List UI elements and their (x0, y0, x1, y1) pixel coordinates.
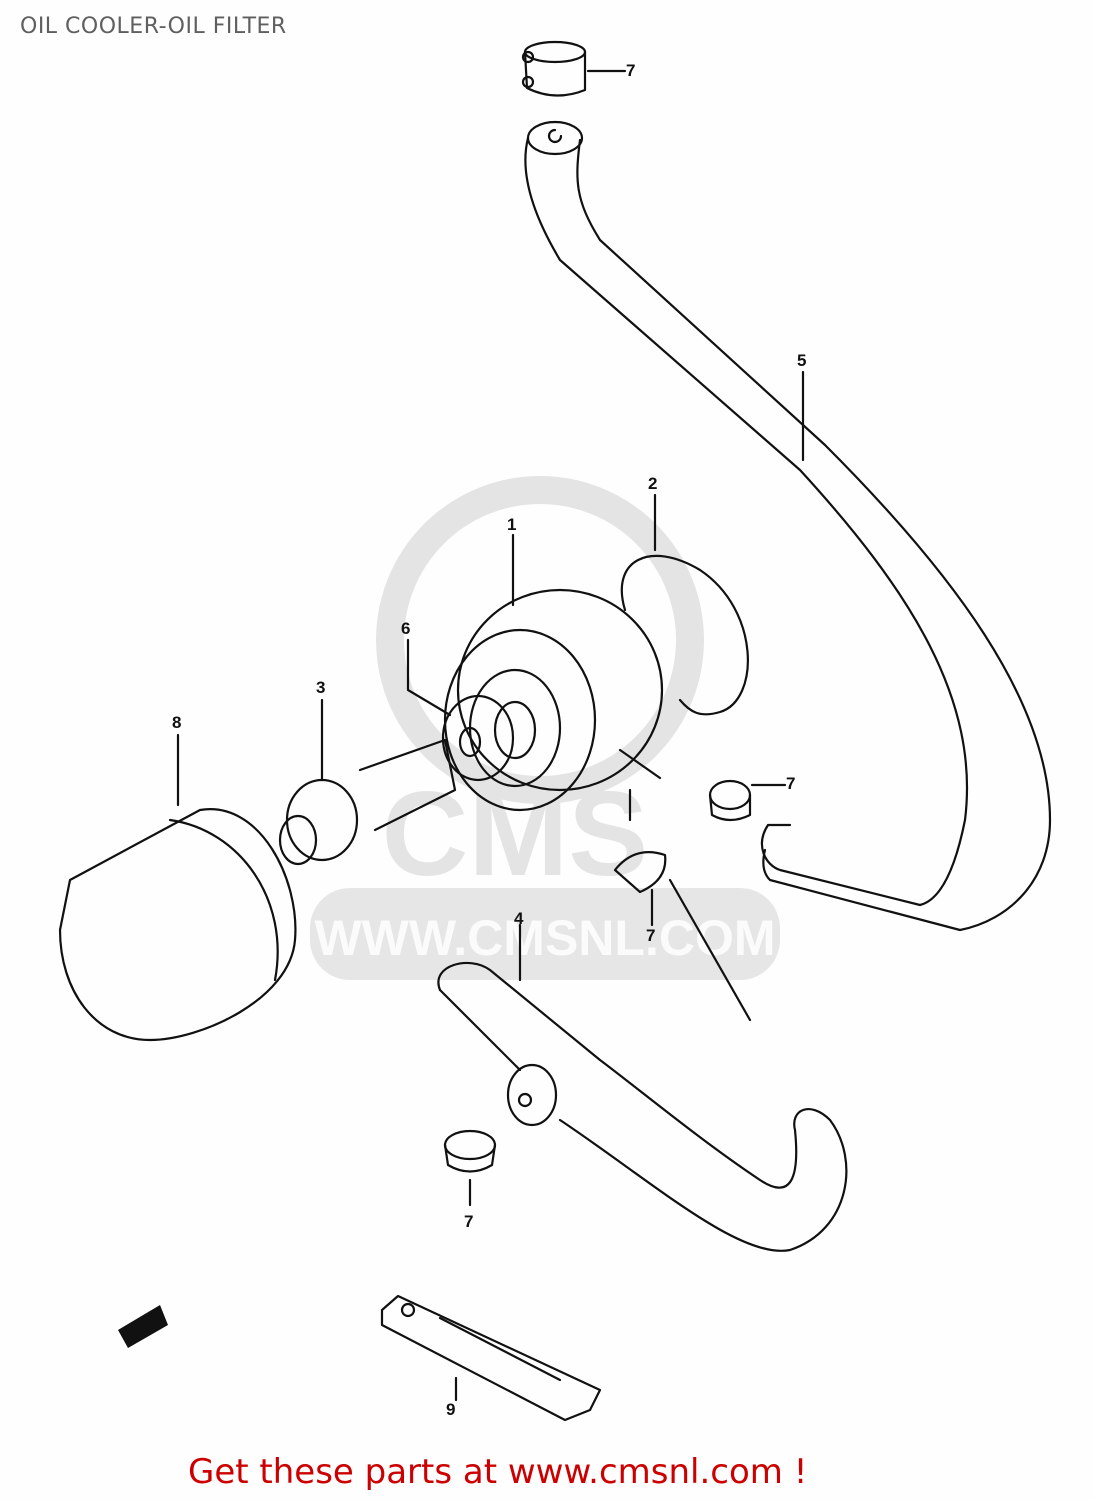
hose-clamp-middle (613, 851, 752, 1022)
hose-bracket (380, 1294, 602, 1422)
callout-4: 4 (514, 909, 524, 928)
oil-hose-upper (524, 120, 1052, 932)
callout-7-middle: 7 (646, 926, 656, 945)
footer-promo-link[interactable]: Get these parts at www.cmsnl.com ! (188, 1452, 808, 1492)
callout-7-bottom: 7 (464, 1212, 474, 1231)
callout-9: 9 (446, 1400, 456, 1419)
hose-clamp-right (708, 779, 787, 822)
callout-7-top: 7 (626, 61, 636, 80)
oil-hose-lower (437, 923, 848, 1252)
watermark-url-text: WWW.CMSNL.COM (314, 910, 775, 966)
oil-filter (58, 733, 297, 1042)
callout-6: 6 (401, 619, 411, 638)
callout-7-right: 7 (786, 774, 796, 793)
gasket-washer (406, 638, 515, 782)
watermark-logo-text: CMS (382, 767, 649, 901)
front-arrow-icon (118, 1305, 168, 1348)
hose-clamp-bottom (443, 1129, 497, 1207)
callout-3: 3 (316, 678, 326, 697)
callout-8: 8 (172, 713, 182, 732)
hose-clamp-top (521, 40, 627, 97)
union-bolt (278, 698, 457, 866)
page-title: OIL COOLER-OIL FILTER (20, 14, 287, 39)
callout-1: 1 (507, 515, 517, 534)
callout-5: 5 (797, 351, 807, 370)
o-ring (620, 493, 749, 716)
cms-watermark (310, 476, 780, 980)
callout-2: 2 (648, 474, 658, 493)
